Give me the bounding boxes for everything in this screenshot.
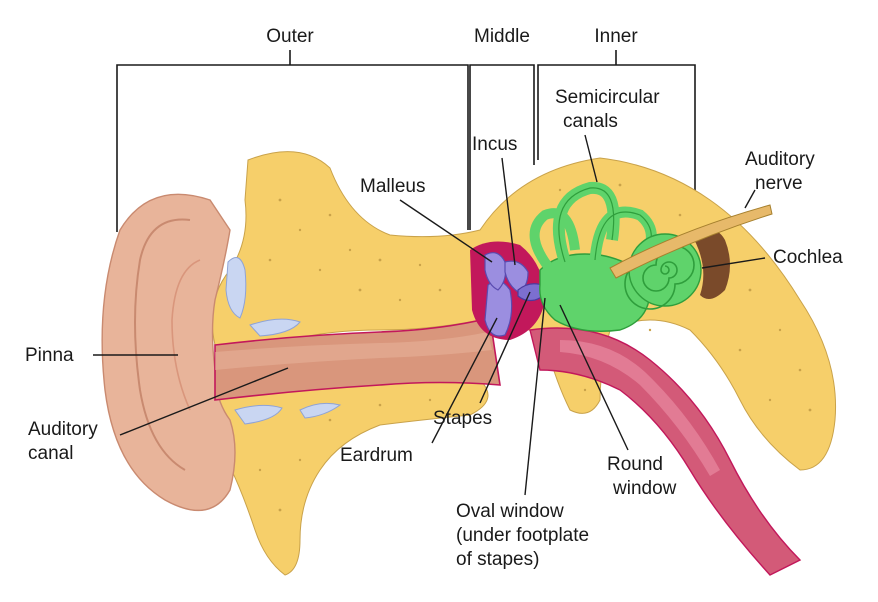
middle-bracket [469, 64, 535, 230]
leader-incus [501, 157, 516, 266]
leader-round-window [559, 304, 629, 451]
label-cochlea: Cochlea [773, 247, 843, 268]
section-label-outer: Outer [266, 26, 314, 47]
pinna-inner-fold [171, 259, 201, 411]
label-stapes: Stapes [433, 408, 492, 429]
leader-lines [93, 134, 766, 496]
pinna [101, 193, 236, 512]
label-auditory-canal-2: canal [28, 443, 73, 464]
leader-auditory-nerve [744, 189, 756, 209]
label-oval-window-3: of stapes) [456, 549, 539, 570]
cochlea-cavity [690, 228, 730, 299]
section-label-middle: Middle [474, 26, 530, 47]
leader-cochlea [701, 257, 766, 269]
ossicles [484, 252, 547, 337]
pinna-helix [134, 218, 191, 471]
label-round-window-1: Round [607, 454, 663, 475]
label-incus: Incus [472, 134, 517, 155]
label-auditory-canal-1: Auditory [28, 419, 98, 440]
label-oval-window-1: Oval window [456, 501, 564, 522]
leader-auditory-canal [119, 367, 289, 436]
label-auditory-nerve-1: Auditory [745, 149, 815, 170]
label-malleus: Malleus [360, 176, 425, 197]
label-round-window-2: window [612, 478, 677, 499]
malleus-shape [484, 252, 507, 291]
section-label-inner: Inner [594, 26, 638, 47]
label-oval-window-2: (under footplate [456, 525, 589, 546]
outer-bracket [116, 50, 469, 232]
label-pinna: Pinna [25, 345, 74, 366]
tube-highlight [560, 340, 720, 476]
inner-bracket [537, 50, 696, 205]
leader-oval-window [524, 297, 546, 496]
pinna-shape [101, 193, 236, 512]
section-brackets [116, 50, 696, 232]
cartilage-islands [225, 257, 342, 425]
label-semicircular-canals-2: canals [563, 111, 618, 132]
auditory-nerve [609, 204, 773, 279]
eustachian-tube [529, 327, 802, 576]
label-auditory-nerve-2: nerve [755, 173, 803, 194]
label-eardrum: Eardrum [340, 445, 413, 466]
leader-semicircular [584, 134, 598, 183]
semicircular-canal-3 [529, 208, 580, 279]
leader-eardrum [431, 317, 498, 444]
cochlea-spiral [624, 245, 695, 310]
canal-shading [215, 332, 492, 370]
label-semicircular-canals-1: Semicircular [555, 87, 660, 108]
leader-stapes [479, 291, 531, 404]
leader-malleus [399, 199, 493, 263]
